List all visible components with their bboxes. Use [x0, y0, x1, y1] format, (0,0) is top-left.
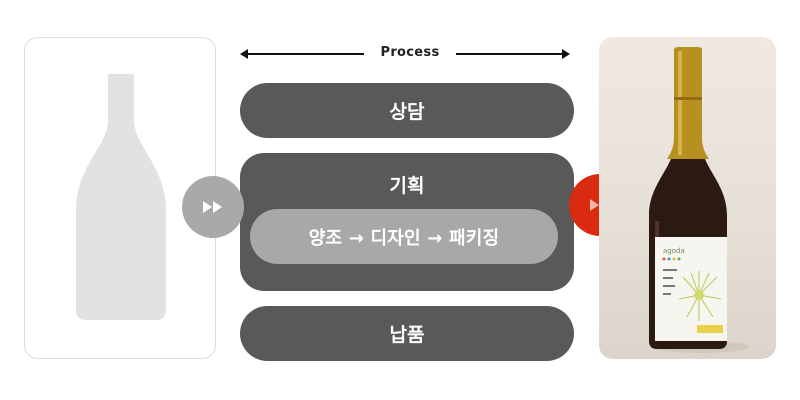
process-line-right: [456, 53, 564, 55]
arrow-left-icon: [240, 49, 248, 59]
process-line-left: [246, 53, 364, 55]
blank-bottle-icon: [76, 74, 166, 320]
step-planning-detail-label: 양조 → 디자인 → 패키징: [308, 227, 500, 249]
step-planning-detail: 양조 → 디자인 → 패키징: [250, 209, 558, 264]
process-label: Process: [380, 45, 440, 60]
step-planning: 기획 양조 → 디자인 → 패키징: [240, 153, 574, 291]
wine-bottle-card: agoda: [599, 37, 776, 359]
step-planning-label: 기획: [389, 175, 425, 197]
wine-bottle-photo: agoda: [649, 47, 749, 353]
step-delivery-label: 납품: [389, 324, 425, 346]
svg-text:agoda: agoda: [663, 247, 685, 255]
step-consult-label: 상담: [389, 101, 425, 123]
process-header: Process: [240, 42, 570, 66]
arrow-right-icon: [562, 49, 570, 59]
fast-forward-button-left[interactable]: [182, 176, 244, 238]
fast-forward-icon: [203, 201, 222, 213]
step-consult: 상담: [240, 83, 574, 138]
step-delivery: 납품: [240, 306, 574, 361]
